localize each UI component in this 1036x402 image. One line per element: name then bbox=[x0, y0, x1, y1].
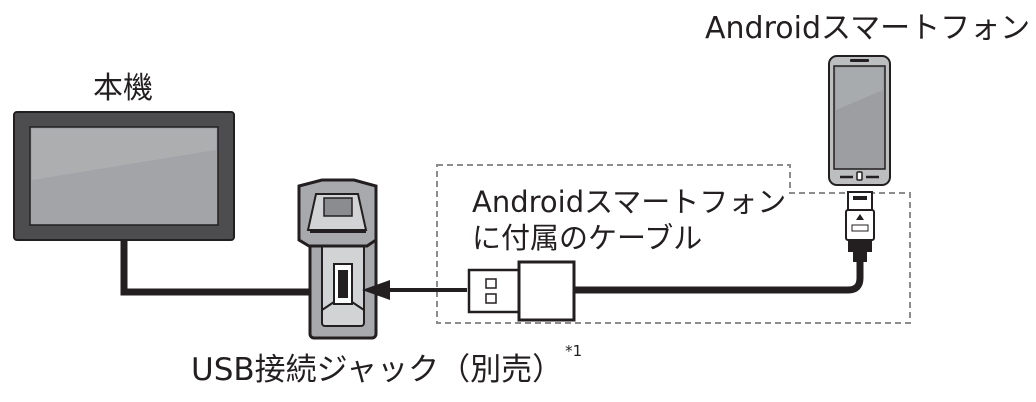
head-unit-label: 本機 bbox=[93, 71, 153, 106]
usb-a-plug bbox=[467, 260, 576, 322]
cable-label-line2: に付属のケーブル bbox=[472, 221, 703, 255]
usb-jack-label-text: USB接続ジャック（別売） bbox=[191, 352, 564, 388]
phone-cable bbox=[574, 258, 864, 294]
head-unit-monitor bbox=[13, 111, 235, 241]
cable-dashed-outline bbox=[436, 164, 911, 324]
android-phone-label: Androidスマートフォン bbox=[705, 11, 1031, 46]
usb-jack-device bbox=[297, 178, 378, 340]
smartphone bbox=[828, 55, 891, 186]
insert-arrow bbox=[362, 280, 467, 300]
usb-jack-footnote: *1 bbox=[565, 341, 583, 360]
head-unit-cable bbox=[120, 238, 310, 296]
micro-usb-plug bbox=[845, 191, 875, 262]
cable-label-line1: Androidスマートフォン bbox=[472, 185, 787, 219]
usb-jack-label: USB接続ジャック（別売）*1 bbox=[191, 343, 582, 388]
